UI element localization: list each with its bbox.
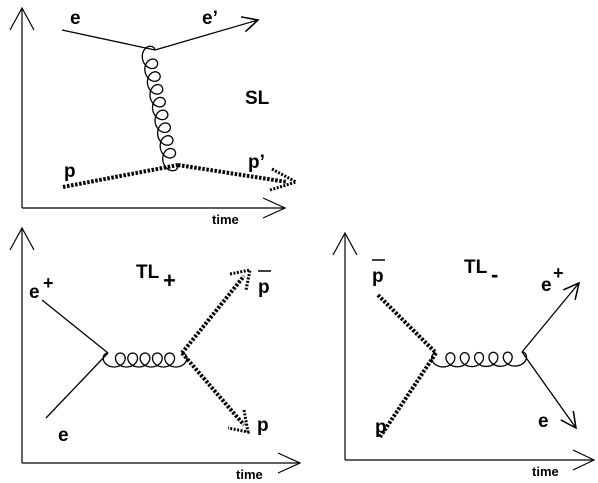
tlm-label-pbar: p [372,266,384,287]
panel-sl: time e e’ SL p p’ [9,6,300,227]
sl-electron-out [154,20,258,51]
tlm-positron-line [521,283,579,353]
sl-label-p-prime: p’ [248,152,265,173]
tlp-label-p: p [257,415,269,436]
tlm-y-axis-arrow-icon [332,231,358,256]
tlm-x-axis-arrow-icon [572,449,596,471]
tlm-label-e-plus-sup: + [553,263,564,283]
tlm-label-e-plus: e [541,275,552,296]
sl-label-e: e [70,8,81,29]
panel-tl-minus: time p TL - e + p e [332,231,596,479]
tlp-label-e: e [58,425,69,446]
sl-x-axis-arrow-icon [262,197,287,219]
sl-gluon [141,45,179,172]
tlp-y-axis-arrow-icon [9,226,35,251]
sl-proton-arrow-icon [269,167,300,192]
panel-tl-plus: time e + TL + e p p [9,226,302,482]
tlp-label-e-plus: e [29,282,40,303]
tlp-antiproton-line [180,274,246,355]
tlm-title-sub: - [491,262,498,287]
sl-y-axis-arrow-icon [9,6,35,31]
tlp-label-e-plus-sup: + [43,273,54,293]
tlm-title: TL [464,257,488,278]
sl-title: SL [245,88,270,109]
tlm-label-p: p [375,417,387,438]
tlp-proton-line [180,351,246,427]
tlm-electron-line [521,351,576,428]
tlp-gluon [102,352,188,368]
sl-label-e-prime: e’ [202,8,218,29]
tlm-label-e: e [538,411,549,432]
tlp-label-pbar: p [258,277,270,298]
sl-electron-in [61,29,156,51]
tlm-time-label: time [532,464,559,479]
tlm-antiproton-line [376,293,438,355]
sl-time-label: time [212,212,239,227]
tlm-proton-line [378,351,438,439]
tlp-positron-line [41,299,109,354]
tlm-gluon [430,351,528,368]
tlp-x-axis-arrow-icon [277,452,302,474]
tlp-electron-line [45,352,109,419]
sl-label-p: p [64,161,76,182]
tlp-title-sub: + [163,268,176,293]
sl-proton-out [177,163,288,184]
sl-proton-in [62,163,179,189]
tlp-time-label: time [236,467,263,482]
tlp-proton-arrow-icon [227,409,250,434]
tlp-title: TL [136,262,160,283]
